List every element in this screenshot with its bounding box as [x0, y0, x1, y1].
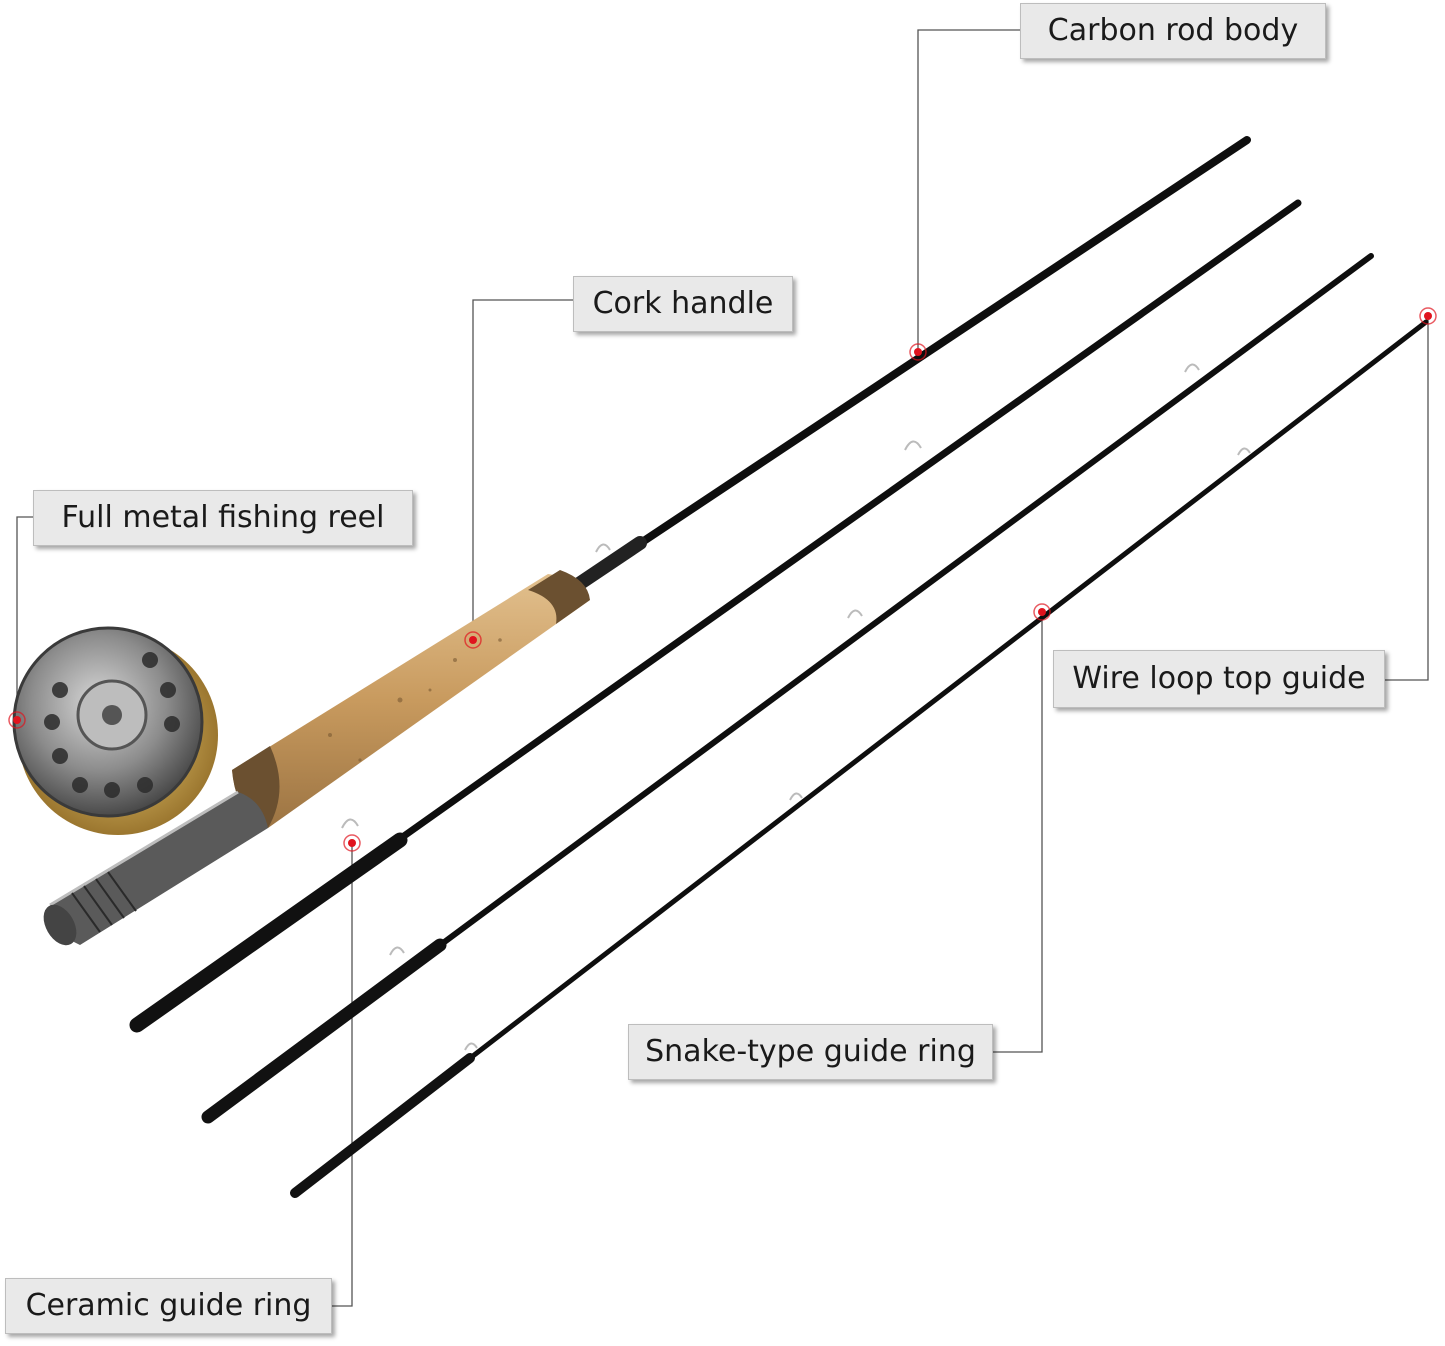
label-full-metal-fishing-reel: Full metal fishing reel	[33, 490, 413, 546]
label-ceramic-guide-ring: Ceramic guide ring	[5, 1278, 332, 1334]
target-marker-icon	[1419, 307, 1437, 325]
leader-line-ceramic-guide	[332, 843, 353, 1307]
guide-ring-icon	[389, 363, 1200, 956]
guide-ring-icon	[464, 447, 1251, 1051]
target-marker-icon	[8, 711, 26, 729]
leader-line-cork-handle	[472, 299, 573, 640]
rod-section-tip	[290, 319, 1429, 1198]
label-cork-handle: Cork handle	[573, 276, 793, 332]
label-wire-loop-top-guide: Wire loop top guide	[1053, 650, 1385, 708]
fly-reel-icon	[12, 626, 218, 835]
leader-line-snake-guide	[993, 612, 1043, 1053]
leader-lines	[16, 29, 1429, 1307]
label-carbon-rod-body: Carbon rod body	[1020, 3, 1326, 59]
leader-line-carbon-rod-body	[917, 29, 1020, 352]
target-marker-icon	[909, 343, 927, 361]
target-marker-icon	[464, 631, 482, 649]
guide-ring-icon	[341, 440, 922, 829]
rod-section-mid-lower	[129, 199, 1302, 1033]
cork-handle-icon	[232, 570, 590, 828]
leader-line-wire-loop	[1383, 316, 1429, 681]
target-marker-icon	[343, 834, 361, 852]
rod-section-mid-upper	[201, 253, 1374, 1124]
target-marker-icon	[1033, 603, 1051, 621]
target-markers	[8, 307, 1437, 852]
leader-line-reel	[16, 516, 34, 720]
reel-seat	[43, 790, 268, 946]
label-snake-type-guide-ring: Snake-type guide ring	[628, 1024, 993, 1080]
guide-ring-icon	[595, 543, 611, 553]
rod-section-butt	[563, 136, 1251, 597]
